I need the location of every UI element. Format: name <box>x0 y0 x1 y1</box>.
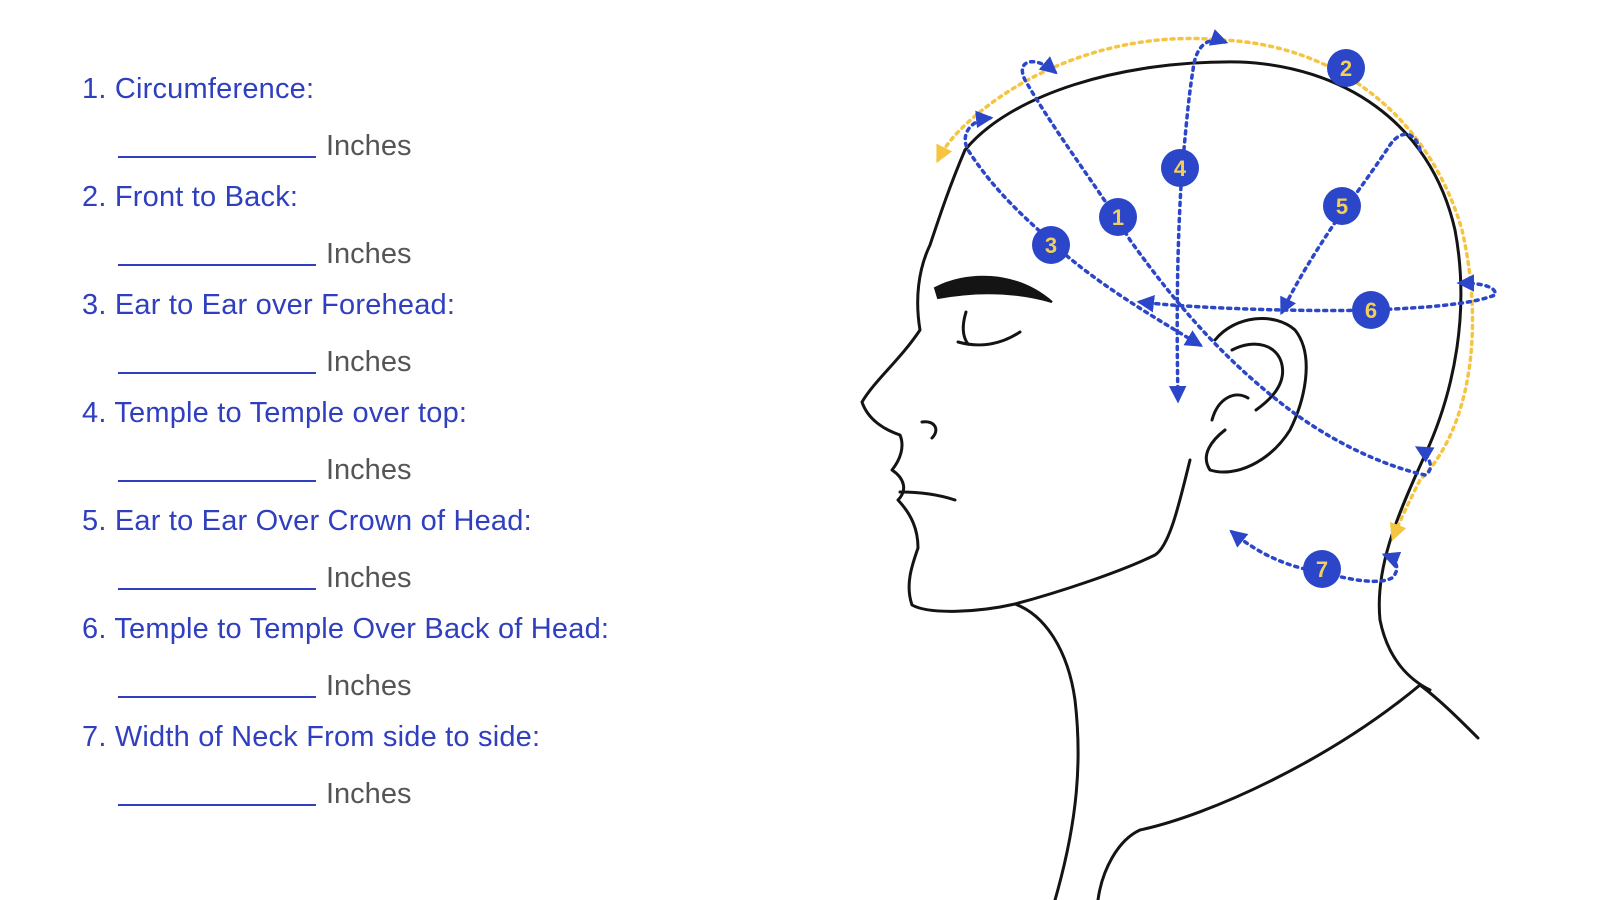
measurement-label: 7. Width of Neck From side to side: <box>82 721 541 753</box>
nostril <box>920 420 938 440</box>
unit-label: Inches <box>326 238 412 270</box>
measurement-item-7: 7. Width of Neck From side to side: Inch… <box>82 714 802 822</box>
head-outline <box>860 60 1480 900</box>
unit-label: Inches <box>326 130 412 162</box>
blue-arrow-3 <box>963 110 1204 347</box>
blank-line <box>118 588 316 590</box>
badge-5: 5 <box>1323 187 1361 225</box>
blue-arrows <box>963 29 1497 584</box>
measurement-label: 4. Temple to Temple over top: <box>82 397 468 429</box>
front-neck-outline <box>1013 602 1080 900</box>
badge-number: 4 <box>1174 156 1187 181</box>
measurement-field: Inches <box>118 340 411 380</box>
badge-1: 1 <box>1099 198 1137 236</box>
measurement-field: Inches <box>118 664 411 704</box>
badge-number: 5 <box>1336 194 1348 219</box>
lip-line <box>898 490 957 502</box>
blue-arrow-5 <box>1280 132 1422 316</box>
badge-6: 6 <box>1352 291 1390 329</box>
badge-number: 7 <box>1316 557 1328 582</box>
collar-outline <box>1096 683 1480 900</box>
badge-number: 2 <box>1340 56 1352 81</box>
badge-number: 6 <box>1365 298 1377 323</box>
measurement-field: Inches <box>118 124 411 164</box>
eyebrow <box>933 275 1053 303</box>
blank-line <box>118 480 316 482</box>
blank-line <box>118 264 316 266</box>
measurement-field: Inches <box>118 556 411 596</box>
measurement-item-1: 1. Circumference: Inches <box>82 66 802 174</box>
blue-arrow-7 <box>1229 529 1402 584</box>
eyelid <box>961 310 970 346</box>
measurement-label: 1. Circumference: <box>82 73 315 105</box>
measurement-field: Inches <box>118 232 411 272</box>
badge-3: 3 <box>1032 226 1070 264</box>
yellow-arc-back <box>1220 38 1475 542</box>
blank-line <box>118 804 316 806</box>
measurement-item-3: 3. Ear to Ear over Forehead: Inches <box>82 282 802 390</box>
measurement-label: 3. Ear to Ear over Forehead: <box>82 289 456 321</box>
ear-lobe <box>1210 393 1250 422</box>
badge-4: 4 <box>1161 149 1199 187</box>
measurement-label: 5. Ear to Ear Over Crown of Head: <box>82 505 532 537</box>
unit-label: Inches <box>326 562 412 594</box>
measurement-label: 6. Temple to Temple Over Back of Head: <box>82 613 610 645</box>
blue-arrow-1 <box>1020 56 1435 477</box>
unit-label: Inches <box>326 778 412 810</box>
measurement-field: Inches <box>118 448 411 488</box>
measurement-list: 1. Circumference: Inches 2. Front to Bac… <box>82 66 802 822</box>
measurement-item-5: 5. Ear to Ear Over Crown of Head: Inches <box>82 498 802 606</box>
badge-7: 7 <box>1303 550 1341 588</box>
measurement-item-4: 4. Temple to Temple over top: Inches <box>82 390 802 498</box>
measurement-item-6: 6. Temple to Temple Over Back of Head: I… <box>82 606 802 714</box>
unit-label: Inches <box>326 670 412 702</box>
yellow-arc-top <box>936 36 1224 164</box>
badge-number: 1 <box>1112 205 1124 230</box>
badge-2: 2 <box>1327 49 1365 87</box>
unit-label: Inches <box>326 346 412 378</box>
blank-line <box>118 696 316 698</box>
measurement-field: Inches <box>118 772 411 812</box>
measurement-label: 2. Front to Back: <box>82 181 299 213</box>
badge-number: 3 <box>1045 233 1057 258</box>
blank-line <box>118 156 316 158</box>
measurement-item-2: 2. Front to Back: Inches <box>82 174 802 282</box>
blue-arrow-6 <box>1136 274 1497 313</box>
ear-outline <box>1204 317 1308 474</box>
unit-label: Inches <box>326 454 412 486</box>
blank-line <box>118 372 316 374</box>
